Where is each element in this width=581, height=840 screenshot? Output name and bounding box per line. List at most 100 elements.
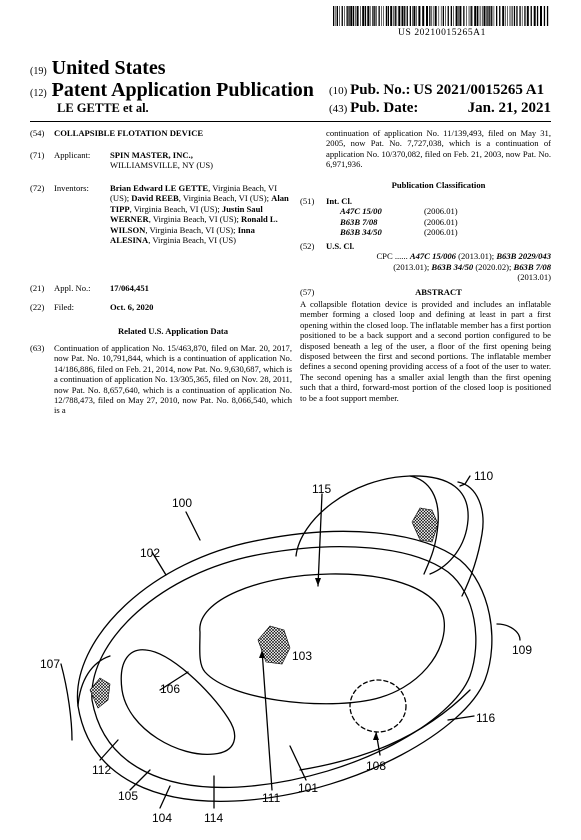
related-code: (63) <box>30 343 45 353</box>
barcode-bar <box>438 6 440 26</box>
nose <box>77 655 111 707</box>
inventor-name: Ronald L. WILSON <box>110 214 278 235</box>
dashed-circle <box>349 679 407 733</box>
barcode-bar <box>396 6 398 26</box>
barcode-bar <box>510 6 512 26</box>
barcode-bar <box>546 6 549 26</box>
barcode-bar <box>401 6 404 26</box>
cpc-version: (2013.01); <box>393 261 432 272</box>
cpc-code: B63B 2029/043 <box>496 251 551 262</box>
barcode-bar <box>431 6 432 26</box>
inventor-location: , Virginia Beach, VI (US); <box>110 183 278 204</box>
barcode-bar <box>364 6 367 26</box>
left-column: (54) COLLAPSIBLE FLOTATION DEVICE (71) A… <box>30 128 292 458</box>
barcode-bar <box>499 6 501 26</box>
barcode-bar <box>496 6 498 26</box>
barcode-bar <box>521 6 523 26</box>
appl-no: 17/064,451 <box>110 283 149 293</box>
ref-105: 105 <box>118 789 138 803</box>
barcode-bar <box>507 6 508 26</box>
barcode-bar <box>491 6 493 26</box>
barcode-bar <box>346 6 348 26</box>
pub-type: Patent Application Publication <box>51 79 314 101</box>
hatch-floor <box>257 625 291 665</box>
cpc-version: (2013.01); <box>455 251 497 262</box>
cpc-code: A47C 15/006 <box>409 251 456 262</box>
intcl-code: (51) <box>300 196 315 206</box>
filed-label: Filed: <box>54 302 75 312</box>
barcode-bar <box>445 6 446 26</box>
intcl-code-cell: A47C 15/00 <box>340 206 382 217</box>
appl-code: (21) <box>30 283 45 293</box>
intcl-code-cell: B63B 34/50 <box>340 227 382 238</box>
filed-code: (22) <box>30 302 45 312</box>
cpc-text: CPC ...... A47C 15/006 (2013.01); B63B 2… <box>340 251 551 282</box>
title-code: (54) <box>30 128 45 138</box>
barcode-bar <box>385 6 388 26</box>
barcode-bar <box>540 6 542 26</box>
pub-no-label: Pub. No.: <box>350 82 411 98</box>
abstract-text: A collapsible flotation device is provid… <box>300 299 551 403</box>
barcode-bar <box>434 6 437 26</box>
barcode-bar <box>422 6 425 26</box>
barcode-bar <box>447 6 449 26</box>
barcode-bar <box>459 6 462 26</box>
intcl-label: Int. Cl. <box>326 196 353 206</box>
barcode-bar <box>509 6 511 26</box>
barcode-bar <box>505 6 506 26</box>
barcode-bar <box>487 6 489 26</box>
ref-106: 106 <box>160 682 180 696</box>
ref-111: 111 <box>262 791 281 805</box>
barcode-bar <box>513 6 516 26</box>
ref-107: 107 <box>40 657 60 671</box>
barcode-bar <box>383 6 384 26</box>
barcode-bar <box>412 6 413 26</box>
barcode-bar <box>483 6 486 26</box>
ref-108: 108 <box>366 759 386 773</box>
barcode-bar <box>480 6 482 26</box>
inventor-name: Justin Saul WERNER <box>110 203 263 225</box>
barcode-bar <box>352 6 355 26</box>
intcl-version-cell: (2006.01) <box>424 216 458 227</box>
inventor-location: , Virginia Beach, VI (US); <box>129 203 222 214</box>
barcode-bar <box>526 6 529 26</box>
kind-code: (12) <box>30 88 47 99</box>
barcode-bar <box>469 6 471 26</box>
barcode-bar <box>341 6 343 26</box>
foot-pocket <box>120 649 236 755</box>
inventors-label: Inventors: <box>54 183 89 193</box>
pub-date: Jan. 21, 2021 <box>467 100 551 116</box>
barcode-text: US 20210015265A1 <box>398 28 486 38</box>
hatch-back <box>411 507 439 543</box>
barcode <box>333 6 549 26</box>
barcode-bar <box>344 6 345 26</box>
barcode-bar <box>478 6 480 26</box>
applicant-label: Applicant: <box>54 150 91 160</box>
table-row: B63B 34/50 (2006.01) <box>340 227 466 237</box>
barcode-bar <box>398 6 401 26</box>
intcl-version-cell: (2006.01) <box>424 206 458 217</box>
cpc-label: CPC ...... <box>376 251 408 262</box>
inventor-location: , Virginia Beach, VI (US); <box>145 224 238 235</box>
ref-104: 104 <box>152 811 172 825</box>
barcode-bar <box>367 6 370 26</box>
inventors-list: Brian Edward LE GETTE, Virginia Beach, V… <box>110 183 292 245</box>
intcl-code-cell: B63B 7/08 <box>340 216 378 227</box>
related-heading: Related U.S. Application Data <box>117 326 229 336</box>
appl-label: Appl. No.: <box>54 283 91 293</box>
header-rule <box>30 121 551 122</box>
barcode-bar <box>432 6 434 26</box>
barcode-bar <box>355 6 356 26</box>
barcode-bar <box>362 6 365 26</box>
barcode-bar <box>474 6 477 26</box>
intcl-version-cell: (2006.01) <box>424 227 458 238</box>
pub-date-code: (43) <box>329 103 348 115</box>
pub-number-line: (10) Pub. No.: US 2021/0015265 A1 <box>329 82 551 99</box>
barcode-bar <box>333 6 335 26</box>
barcode-bar <box>360 6 361 26</box>
pub-date-line: (43) Pub. Date: Jan. 21, 2021 <box>329 100 551 117</box>
applicant-code: (71) <box>30 150 45 160</box>
inventor-location: , Virginia Beach, VI (US); <box>178 193 272 204</box>
barcode-bar <box>536 6 539 26</box>
ref-114: 114 <box>204 811 223 825</box>
